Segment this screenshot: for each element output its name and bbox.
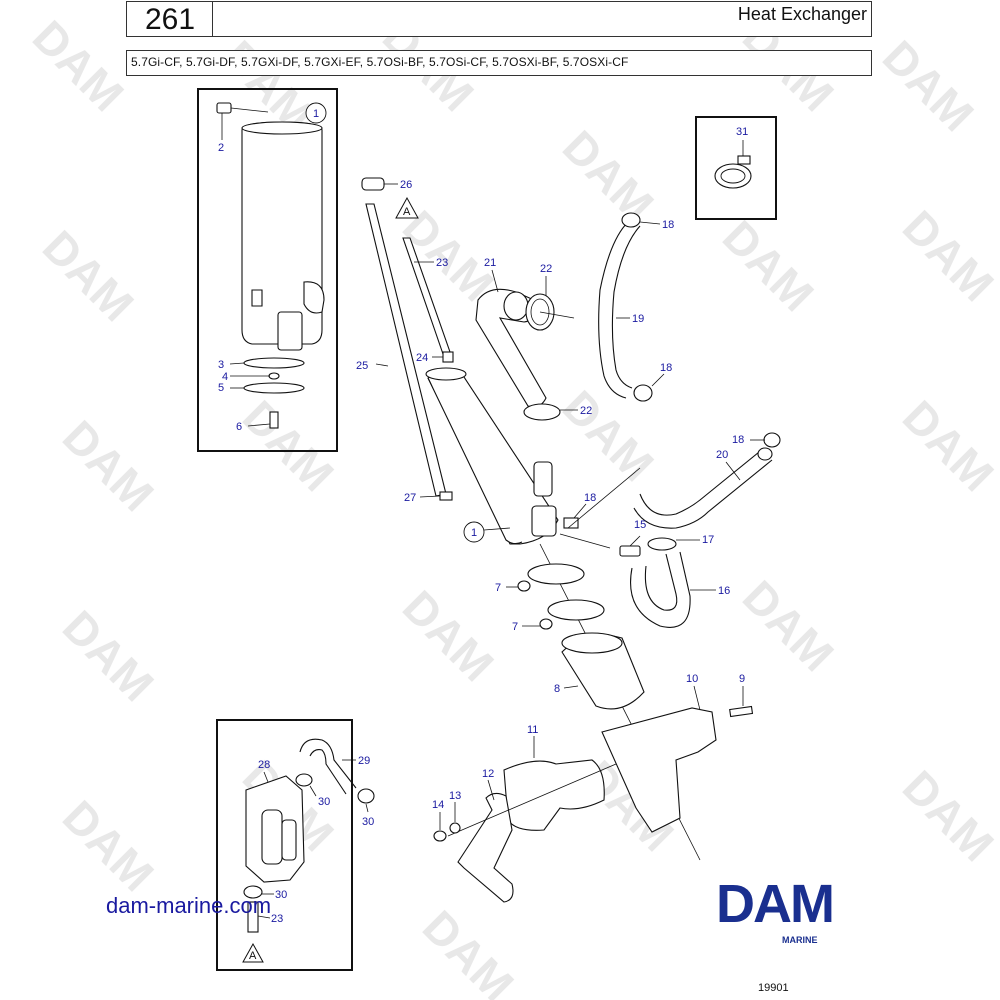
watermark: DAM (393, 580, 504, 691)
callout-9: 9 (739, 673, 745, 685)
watermark: DAM (553, 120, 664, 231)
models-box: 5.7Gi-CF, 5.7Gi-DF, 5.7GXi-DF, 5.7GXi-EF… (126, 50, 872, 76)
callout-10: 10 (686, 673, 698, 685)
callout-11: 11 (527, 724, 538, 736)
inset-heat-exchanger-detail: 1 2 3 4 5 6 (197, 88, 338, 452)
callout-31: 31 (736, 126, 748, 138)
watermark: DAM (53, 600, 164, 711)
callout-25: 25 (356, 360, 368, 372)
callout-22-top: 22 (540, 263, 552, 275)
callout-19: 19 (632, 313, 644, 325)
callout-7a: 7 (495, 582, 501, 594)
callout-6: 6 (236, 421, 242, 433)
watermark: DAM (893, 200, 1000, 311)
callout-13: 13 (449, 790, 461, 802)
drawing-number: 19901 (758, 982, 789, 994)
callout-21: 21 (484, 257, 496, 269)
watermark: DAM (893, 390, 1000, 501)
watermark: DAM (33, 220, 144, 331)
main-assembly: A (356, 177, 781, 903)
watermark: DAM (893, 760, 1000, 871)
callout-4: 4 (222, 371, 228, 383)
watermark: DAM (733, 570, 844, 681)
ref-mark-a-bottom: A (249, 950, 257, 962)
page-title: Heat Exchanger (737, 4, 867, 24)
callout-17: 17 (702, 534, 714, 546)
watermark: DAM (873, 30, 984, 141)
callout-20: 20 (716, 449, 728, 461)
watermark: DAM (413, 900, 524, 1000)
callout-1-top: 1 (313, 108, 319, 120)
callout-18-mid: 18 (660, 362, 672, 374)
callout-22-lower: 22 (580, 405, 592, 417)
callout-2: 2 (218, 142, 224, 154)
callout-15: 15 (634, 519, 646, 531)
callout-23-inset: 23 (271, 913, 283, 925)
callout-27: 27 (404, 492, 416, 504)
callout-18-main: 18 (584, 492, 596, 504)
callout-16: 16 (718, 585, 730, 597)
inset-fuel-filter-detail: A 28 29 30 30 30 23 (216, 719, 375, 971)
watermark: DAM (53, 790, 164, 901)
watermark: DAM (713, 210, 824, 321)
callout-30-right: 30 (362, 816, 374, 828)
callout-12: 12 (482, 768, 494, 780)
page-number-box: 261 (126, 1, 214, 37)
website-link[interactable]: dam-marine.com (106, 893, 272, 918)
watermark: DAM (53, 410, 164, 521)
callout-26: 26 (400, 179, 412, 191)
title-box: Heat Exchanger (212, 1, 872, 37)
callout-5: 5 (218, 382, 224, 394)
callout-3: 3 (218, 359, 224, 371)
watermark: DAM (23, 10, 134, 121)
dam-marine-logo: DAM MARINE (716, 874, 835, 945)
brand-logo-subtext: MARINE (782, 935, 818, 945)
inset-hose-clamp: 31 (695, 116, 777, 220)
brand-logo-text: DAM (716, 874, 833, 934)
callout-28: 28 (258, 759, 270, 771)
callout-8: 8 (554, 683, 560, 695)
callout-18-right: 18 (732, 434, 744, 446)
callout-29: 29 (358, 755, 370, 767)
callout-7b: 7 (512, 621, 518, 633)
watermark: DAM (233, 390, 344, 501)
callout-23-main: 23 (436, 257, 448, 269)
callout-30-upper: 30 (318, 796, 330, 808)
page-number: 261 (144, 3, 196, 36)
callout-24: 24 (416, 352, 428, 364)
callout-18-top: 18 (662, 219, 674, 231)
callout-14: 14 (432, 799, 444, 811)
model-list: 5.7Gi-CF, 5.7Gi-DF, 5.7GXi-DF, 5.7GXi-EF… (131, 55, 629, 69)
callout-30-lower: 30 (275, 889, 287, 901)
callout-1-main: 1 (471, 527, 477, 539)
ref-mark-a-top: A (403, 206, 411, 218)
